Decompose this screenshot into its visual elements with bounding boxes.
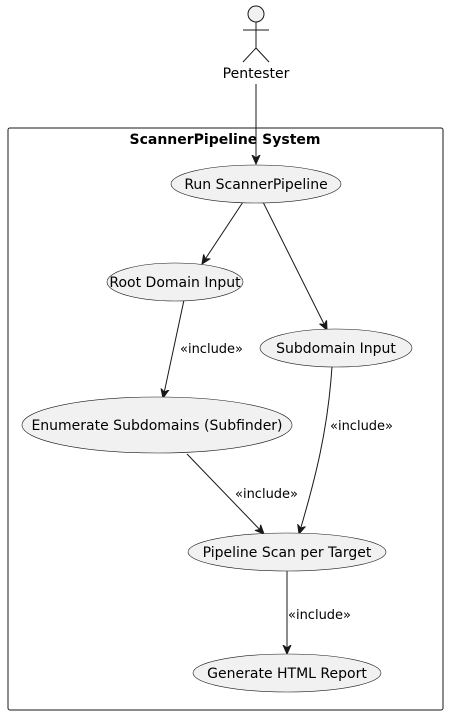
edge-run-root <box>202 201 244 264</box>
actor-pentester: Pentester <box>223 5 290 82</box>
usecase-label: Enumerate Subdomains (Subfinder) <box>31 418 282 434</box>
usecase-generate-report: Generate HTML Report <box>192 653 382 693</box>
edge-label-root-enum: «include» <box>180 342 243 357</box>
actor-name: Pentester <box>223 66 290 82</box>
actor-right-leg <box>255 47 270 63</box>
actor-left-leg <box>242 47 257 63</box>
actor-head <box>247 5 265 23</box>
edge-enum-scan <box>186 453 264 534</box>
usecase-pipeline-scan: Pipeline Scan per Target <box>187 532 387 572</box>
usecase-label: Run ScannerPipeline <box>184 177 327 193</box>
usecase-subdomain-input: Subdomain Input <box>259 328 413 368</box>
edge-label-enum-scan: «include» <box>235 487 298 502</box>
edge-run-sub <box>262 201 327 330</box>
usecase-root-domain-input: Root Domain Input <box>106 262 244 302</box>
usecase-label: Pipeline Scan per Target <box>203 545 372 561</box>
usecase-label: Generate HTML Report <box>207 666 367 682</box>
edge-sub-scan <box>299 365 333 534</box>
usecase-run-scannerpipeline: Run ScannerPipeline <box>170 164 342 204</box>
usecase-label: Root Domain Input <box>109 275 241 291</box>
edge-label-scan-report: «include» <box>288 608 351 623</box>
usecase-enumerate-subdomains: Enumerate Subdomains (Subfinder) <box>21 396 293 454</box>
system-title: ScannerPipeline System <box>130 132 321 148</box>
edge-root-enum <box>163 299 185 398</box>
usecase-label: Subdomain Input <box>276 341 396 357</box>
edge-label-sub-scan: «include» <box>330 419 393 434</box>
system-boundary <box>7 127 444 711</box>
